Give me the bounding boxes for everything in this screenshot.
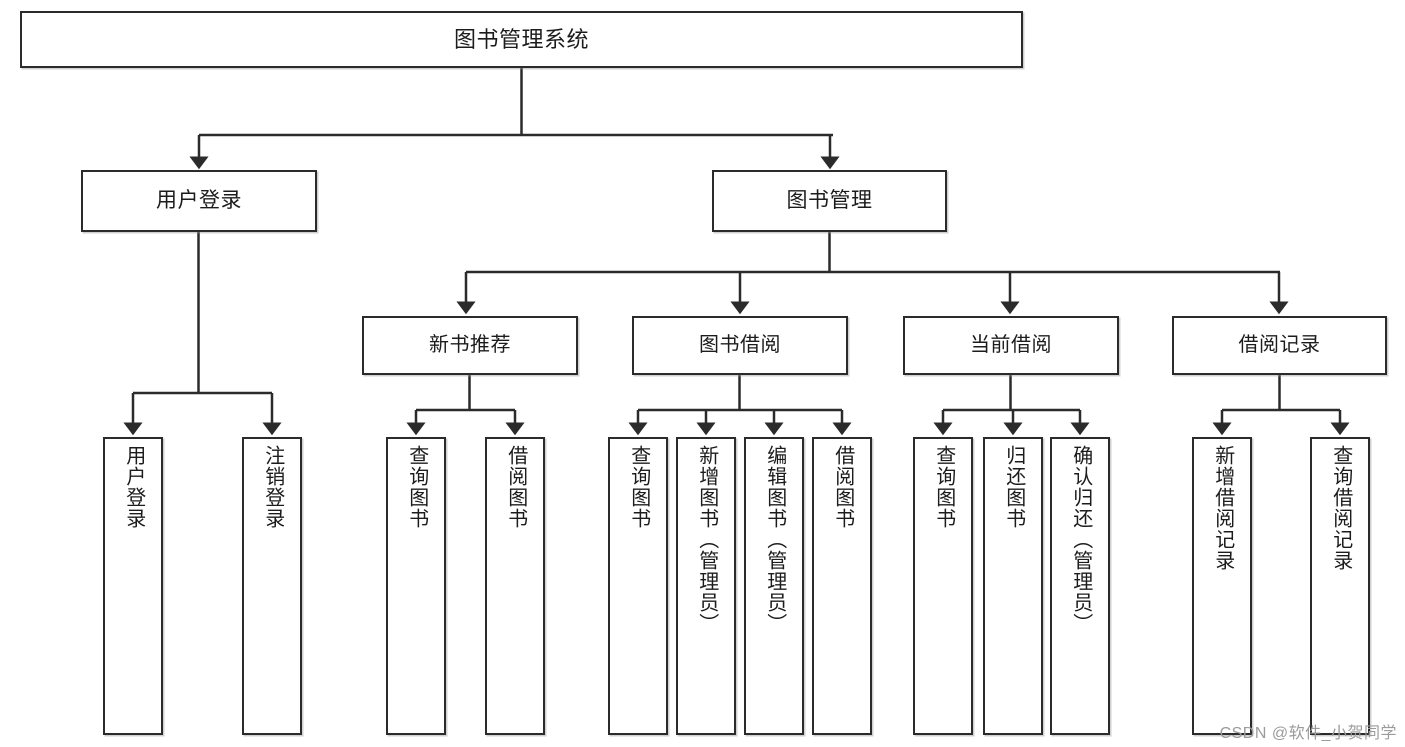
node-user-login-label: 用户登录 — [156, 188, 242, 212]
node-leaf-query-book-2-label: 查询图书 — [627, 445, 650, 529]
node-current-borrow-label: 当前借阅 — [970, 334, 1052, 356]
node-leaf-add-record[interactable]: 新增借阅记录 — [1192, 437, 1252, 735]
edge-bookmanage-to-level2 — [456, 232, 1289, 315]
node-leaf-query-record[interactable]: 查询借阅记录 — [1310, 437, 1370, 735]
node-leaf-user-login-label: 用户登录 — [122, 445, 145, 529]
node-leaf-query-book-2[interactable]: 查询图书 — [608, 437, 668, 735]
node-leaf-user-logout[interactable]: 注销登录 — [242, 437, 302, 735]
node-leaf-query-book-1[interactable]: 查询图书 — [386, 437, 446, 735]
node-leaf-confirm-return[interactable]: 确认归还（管理员） — [1050, 437, 1110, 735]
node-leaf-query-book-1-label: 查询图书 — [405, 445, 428, 529]
edge-currentborrow-to-leaves — [933, 375, 1090, 436]
node-leaf-borrow-book-2[interactable]: 借阅图书 — [812, 437, 872, 735]
node-root[interactable]: 图书管理系统 — [20, 11, 1023, 68]
node-leaf-confirm-return-label: 确认归还（管理员） — [1069, 445, 1092, 634]
node-leaf-add-record-label: 新增借阅记录 — [1211, 445, 1234, 571]
node-new-book-rec-label: 新书推荐 — [429, 334, 511, 356]
node-leaf-edit-book-label: 编辑图书（管理员） — [763, 445, 786, 634]
node-leaf-edit-book[interactable]: 编辑图书（管理员） — [744, 437, 804, 735]
node-new-book-rec[interactable]: 新书推荐 — [362, 316, 578, 375]
node-current-borrow[interactable]: 当前借阅 — [903, 316, 1119, 375]
node-borrow-record[interactable]: 借阅记录 — [1172, 316, 1387, 375]
watermark-text: CSDN @软件_小贺同学 — [1219, 725, 1397, 742]
edge-root-to-level1 — [189, 68, 840, 170]
node-leaf-return-book-label: 归还图书 — [1002, 445, 1025, 529]
node-leaf-return-book[interactable]: 归还图书 — [983, 437, 1043, 735]
node-leaf-borrow-book-2-label: 借阅图书 — [831, 445, 854, 529]
node-book-manage-label: 图书管理 — [786, 188, 873, 212]
node-root-label: 图书管理系统 — [453, 26, 589, 52]
node-book-borrow-label: 图书借阅 — [699, 334, 781, 356]
edge-borrowrecord-to-leaves — [1212, 375, 1350, 436]
node-user-login[interactable]: 用户登录 — [81, 170, 317, 232]
node-borrow-record-label: 借阅记录 — [1238, 334, 1321, 356]
node-leaf-query-record-label: 查询借阅记录 — [1329, 445, 1352, 571]
node-leaf-query-book-3-label: 查询图书 — [932, 445, 955, 529]
node-book-borrow[interactable]: 图书借阅 — [632, 316, 848, 375]
node-leaf-add-book-label: 新增图书（管理员） — [695, 445, 718, 634]
node-leaf-borrow-book-1[interactable]: 借阅图书 — [485, 437, 545, 735]
node-leaf-user-logout-label: 注销登录 — [261, 445, 284, 529]
edge-bookborrow-to-leaves — [628, 375, 852, 436]
edge-userlogin-to-leaves — [123, 232, 282, 436]
node-leaf-user-login[interactable]: 用户登录 — [103, 437, 163, 735]
node-leaf-query-book-3[interactable]: 查询图书 — [913, 437, 973, 735]
node-book-manage[interactable]: 图书管理 — [712, 170, 947, 232]
edge-newbookrec-to-leaves — [406, 375, 525, 436]
node-leaf-add-book[interactable]: 新增图书（管理员） — [676, 437, 736, 735]
node-leaf-borrow-book-1-label: 借阅图书 — [504, 445, 527, 529]
